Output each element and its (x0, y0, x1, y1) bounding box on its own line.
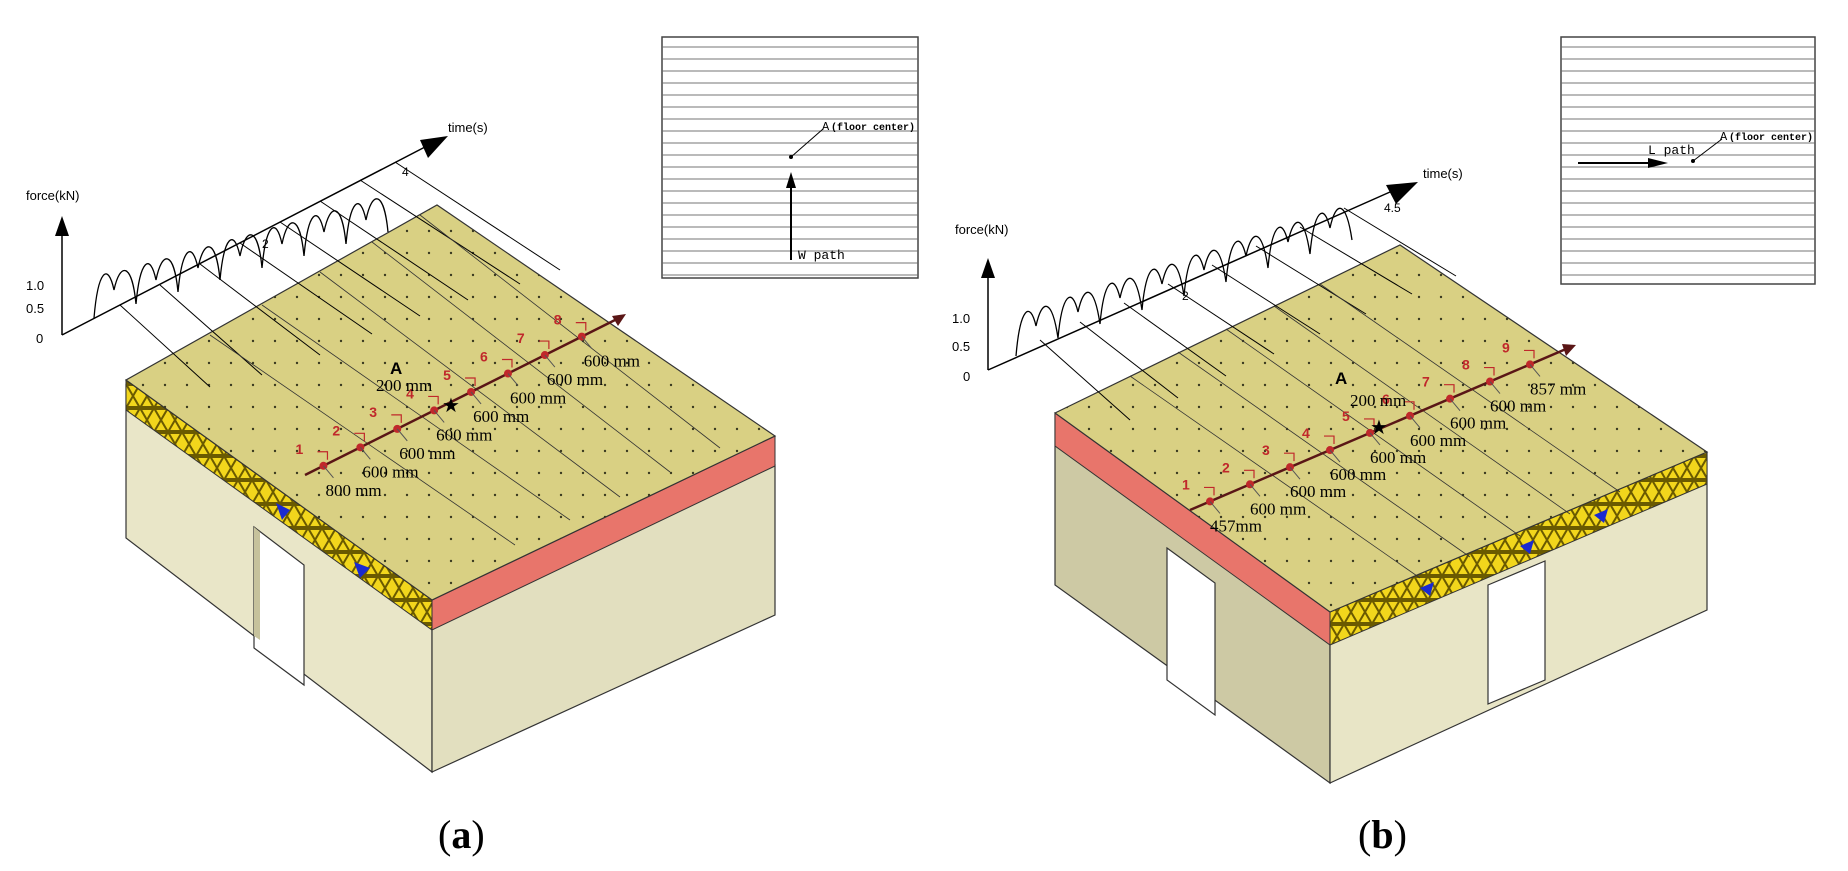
force-axis-arrow-a (55, 216, 69, 236)
step-spacing-a: 600 mm (362, 462, 418, 481)
inset-point-note-b: (floor center) (1729, 132, 1813, 144)
inset-point-b: A (1720, 130, 1728, 144)
step-number-b: 4 (1302, 425, 1310, 441)
force-axis-arrow-b (981, 258, 995, 278)
walk-path-a (304, 318, 616, 477)
step-spacing-b: 600 mm (1490, 397, 1546, 416)
step-number-b: 3 (1262, 442, 1270, 458)
blue-mark3-b (1594, 509, 1608, 523)
inset-point-note-a: (floor center) (831, 122, 915, 134)
blue-mark3-a (354, 562, 370, 578)
step-number-a: 1 (295, 441, 303, 457)
point-star-b: ★ (1370, 417, 1388, 439)
step-number-b: 7 (1422, 374, 1430, 390)
footsteps-a: 1 800 mm 2 600 mm 3 600 mm 4 600 mm 5 600 mm 6 600 … (295, 312, 640, 500)
step-number-a: 5 (443, 367, 451, 383)
time-tick-2-b: 4.5 (1384, 201, 1401, 215)
force-tick-2-b: 0.5 (952, 339, 970, 354)
blue-mark2-b (1520, 540, 1534, 554)
force-tick-1-b: 1.0 (952, 311, 970, 326)
step-number-a: 6 (480, 349, 488, 365)
walk-arrow-a (612, 314, 626, 326)
inset-path-label-a: W path (798, 248, 845, 263)
time-tick-2-a: 4 (402, 165, 409, 179)
force-tick-2-a: 0.5 (26, 301, 44, 316)
door-left-b (1166, 546, 1216, 717)
panel-b: force(kN) 1.0 0.5 0 time(s) 2 4.5 1 457mm… (952, 36, 1816, 857)
step-spacing-a: 600 mm (510, 389, 566, 408)
step-spacing-b: 600 mm (1330, 465, 1386, 484)
caption-b: (b) (1358, 812, 1407, 857)
blue-mark2-a (276, 503, 290, 520)
step-spacing-a: 600 mm (584, 352, 640, 371)
step-number-b: 8 (1462, 357, 1470, 373)
time-tick-1-b: 2 (1182, 289, 1189, 303)
step-spacing-b: 600 mm (1370, 448, 1426, 467)
time-axis-arrow-a (420, 136, 448, 158)
force-axis-label-b: force(kN) (955, 222, 1008, 237)
force-axis-label-a: force(kN) (26, 188, 79, 203)
inset-point-a: A (822, 120, 830, 134)
step-number-b: 5 (1342, 408, 1350, 424)
point-offset-a: 200 mm (376, 376, 432, 395)
force-tick-1-a: 1.0 (26, 278, 44, 293)
point-offset-b: 200 mm (1350, 391, 1406, 410)
step-spacing-b: 600 mm (1410, 431, 1466, 450)
step-number-a: 8 (554, 312, 562, 328)
inset-arrow-a (786, 172, 796, 188)
door-jamb-a (254, 527, 260, 640)
time-axis-arrow-b (1386, 182, 1418, 204)
blue-mark1-b (1420, 582, 1434, 596)
step-spacing-a: 600 mm (547, 370, 603, 389)
caption-a: (a) (438, 812, 485, 857)
step-spacing-b: 457mm (1210, 516, 1262, 535)
point-label-a: A (390, 359, 402, 378)
force-tick-3-b: 0 (963, 369, 970, 384)
step-spacing-a: 800 mm (325, 481, 381, 500)
step-spacing-a: 600 mm (399, 444, 455, 463)
time-axis-b (987, 191, 1391, 371)
step-number-a: 7 (517, 330, 525, 346)
force-curve-a (93, 198, 389, 319)
point-label-b: A (1335, 369, 1347, 388)
step-number-a: 3 (369, 404, 377, 420)
inset-path-label-b: L path (1648, 143, 1695, 158)
step-spacing-b: 857 mm (1530, 379, 1586, 398)
walk-arrow-b (1562, 344, 1576, 356)
step-number-b: 1 (1182, 476, 1190, 492)
time-axis-label-b: time(s) (1423, 166, 1463, 181)
point-star-a: ★ (442, 395, 460, 417)
time-axis-label-a: time(s) (448, 120, 488, 135)
step-spacing-b: 600 mm (1290, 482, 1346, 501)
force-history-a (55, 136, 721, 546)
force-tick-3-a: 0 (36, 331, 43, 346)
footsteps-b: 1 457mm 2 600 mm 3 600 mm 4 600 mm 5 600 mm 6 600 m… (1182, 339, 1586, 535)
force-curve-b (1015, 207, 1353, 357)
panel-a: force(kN) 1.0 0.5 0 time(s) 2 4 1 800 mm 2… (26, 36, 919, 857)
door-right-b (1487, 560, 1546, 705)
step-number-a: 4 (406, 385, 414, 401)
step-spacing-b: 600 mm (1250, 499, 1306, 518)
step-number-b: 9 (1502, 339, 1510, 355)
force-history-b (981, 182, 1621, 579)
time-tick-1-a: 2 (262, 237, 269, 251)
step-number-b: 2 (1222, 459, 1230, 475)
step-spacing-b: 600 mm (1450, 414, 1506, 433)
step-number-a: 2 (332, 422, 340, 438)
time-axis-a (61, 146, 426, 336)
step-number-b: 6 (1382, 391, 1390, 407)
inset-arrow-b (1648, 158, 1668, 168)
step-spacing-a: 600 mm (473, 407, 529, 426)
step-spacing-a: 600 mm (436, 425, 492, 444)
